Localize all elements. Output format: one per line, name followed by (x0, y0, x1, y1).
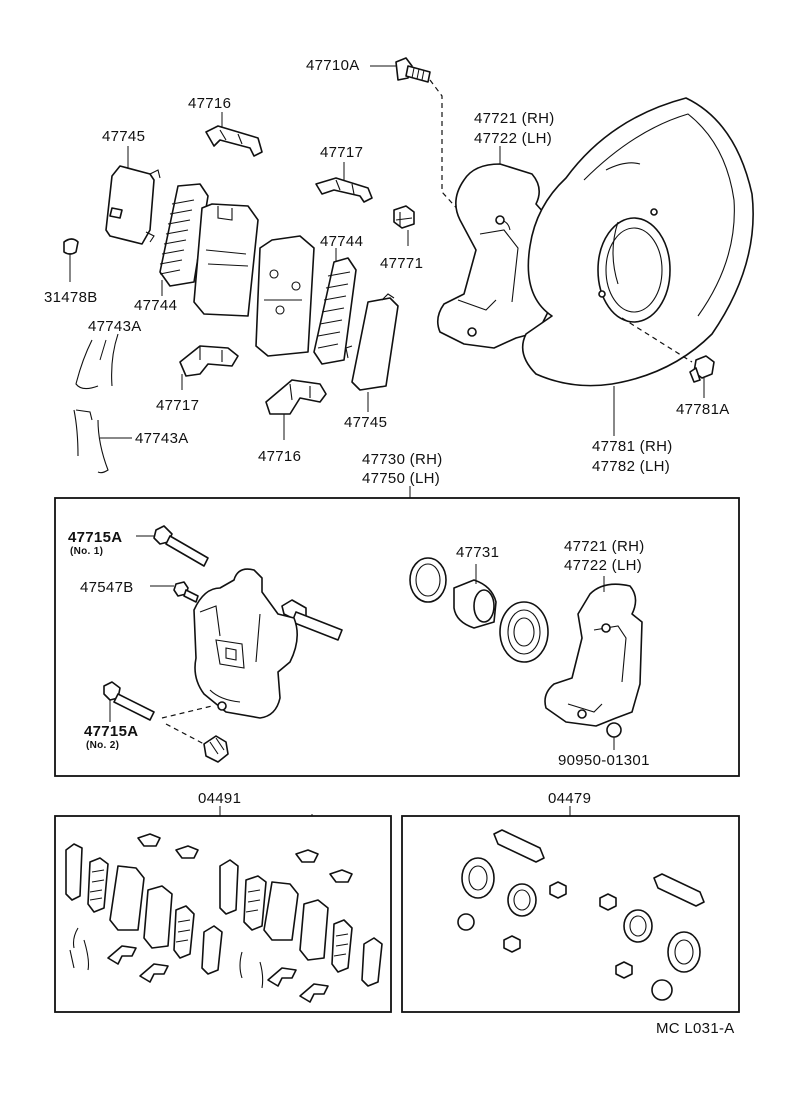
label-47771: 47771 (380, 255, 424, 272)
label-47745-left: 47745 (102, 128, 146, 145)
label-47722-box: 47722 (LH) (564, 557, 643, 574)
label-47716-bottom: 47716 (258, 448, 302, 465)
cap-90950-01301 (606, 722, 622, 750)
bolt-47710A (370, 57, 463, 215)
label-47743A-top: 47743A (88, 318, 142, 335)
label-no1: (No. 1) (70, 546, 104, 557)
label-04479: 04479 (548, 790, 592, 807)
pad-47744-left (159, 183, 209, 296)
caliper-body (161, 568, 298, 719)
bleeder-47547B (150, 581, 199, 603)
shim-47745-left (105, 146, 161, 245)
clip-47716-top (205, 112, 263, 157)
grommet-31478B (63, 238, 79, 282)
label-47717-top: 47717 (320, 144, 364, 161)
label-47731: 47731 (456, 544, 500, 561)
seal-kit-parts (457, 829, 705, 1001)
clip-47717-top (315, 162, 373, 203)
diagram-code: MC L031-A (656, 1020, 735, 1037)
piston-seal (409, 557, 447, 603)
boot (165, 723, 229, 763)
spring-47743A-top (75, 333, 119, 390)
label-31478B: 31478B (44, 289, 98, 306)
dust-shield-47781 (521, 97, 754, 436)
label-04491: 04491 (198, 790, 242, 807)
label-47715A-no2: 47715A (84, 723, 139, 740)
pad-47744-right (313, 248, 357, 365)
pad-kit-parts (65, 833, 383, 1003)
torque-plate-box (544, 576, 643, 727)
label-47710A: 47710A (306, 57, 360, 74)
label-47721-box: 47721 (RH) (564, 538, 645, 555)
label-47750: 47750 (LH) (362, 470, 441, 487)
spring-47743A-bottom (73, 409, 132, 474)
clip-47716-bottom (265, 379, 327, 440)
pin-47715A-no1 (136, 525, 209, 567)
pin-47715A-no2 (103, 681, 155, 722)
pad-backing-left (193, 203, 259, 317)
label-47743A-bottom: 47743A (135, 430, 189, 447)
label-47744-mid: 47744 (320, 233, 364, 250)
label-47721-top: 47721 (RH) (474, 110, 555, 127)
label-47547B: 47547B (80, 579, 134, 596)
label-47782: 47782 (LH) (592, 458, 671, 475)
label-47715A-no1: 47715A (68, 529, 123, 546)
clip-47717-bottom (179, 345, 239, 390)
wear-sensor-47771 (393, 205, 415, 246)
label-no2: (No. 2) (86, 740, 120, 751)
label-47781A: 47781A (676, 401, 730, 418)
label-47781: 47781 (RH) (592, 438, 673, 455)
bolt-47781A (689, 355, 715, 398)
label-47730: 47730 (RH) (362, 451, 443, 468)
label-90950-01301: 90950-01301 (558, 752, 650, 769)
pad-kit-box (54, 815, 392, 1013)
label-47716-top: 47716 (188, 95, 232, 112)
piston-47731 (453, 564, 497, 629)
label-47717-bottom: 47717 (156, 397, 200, 414)
caliper-assembly-box (54, 497, 740, 777)
dust-boot (499, 601, 549, 663)
shim-47745-right (345, 293, 399, 412)
pad-center (255, 235, 315, 357)
seal-kit-box (401, 815, 740, 1013)
label-47745-right: 47745 (344, 414, 388, 431)
label-47722-top: 47722 (LH) (474, 130, 553, 147)
label-47744-left: 47744 (134, 297, 178, 314)
